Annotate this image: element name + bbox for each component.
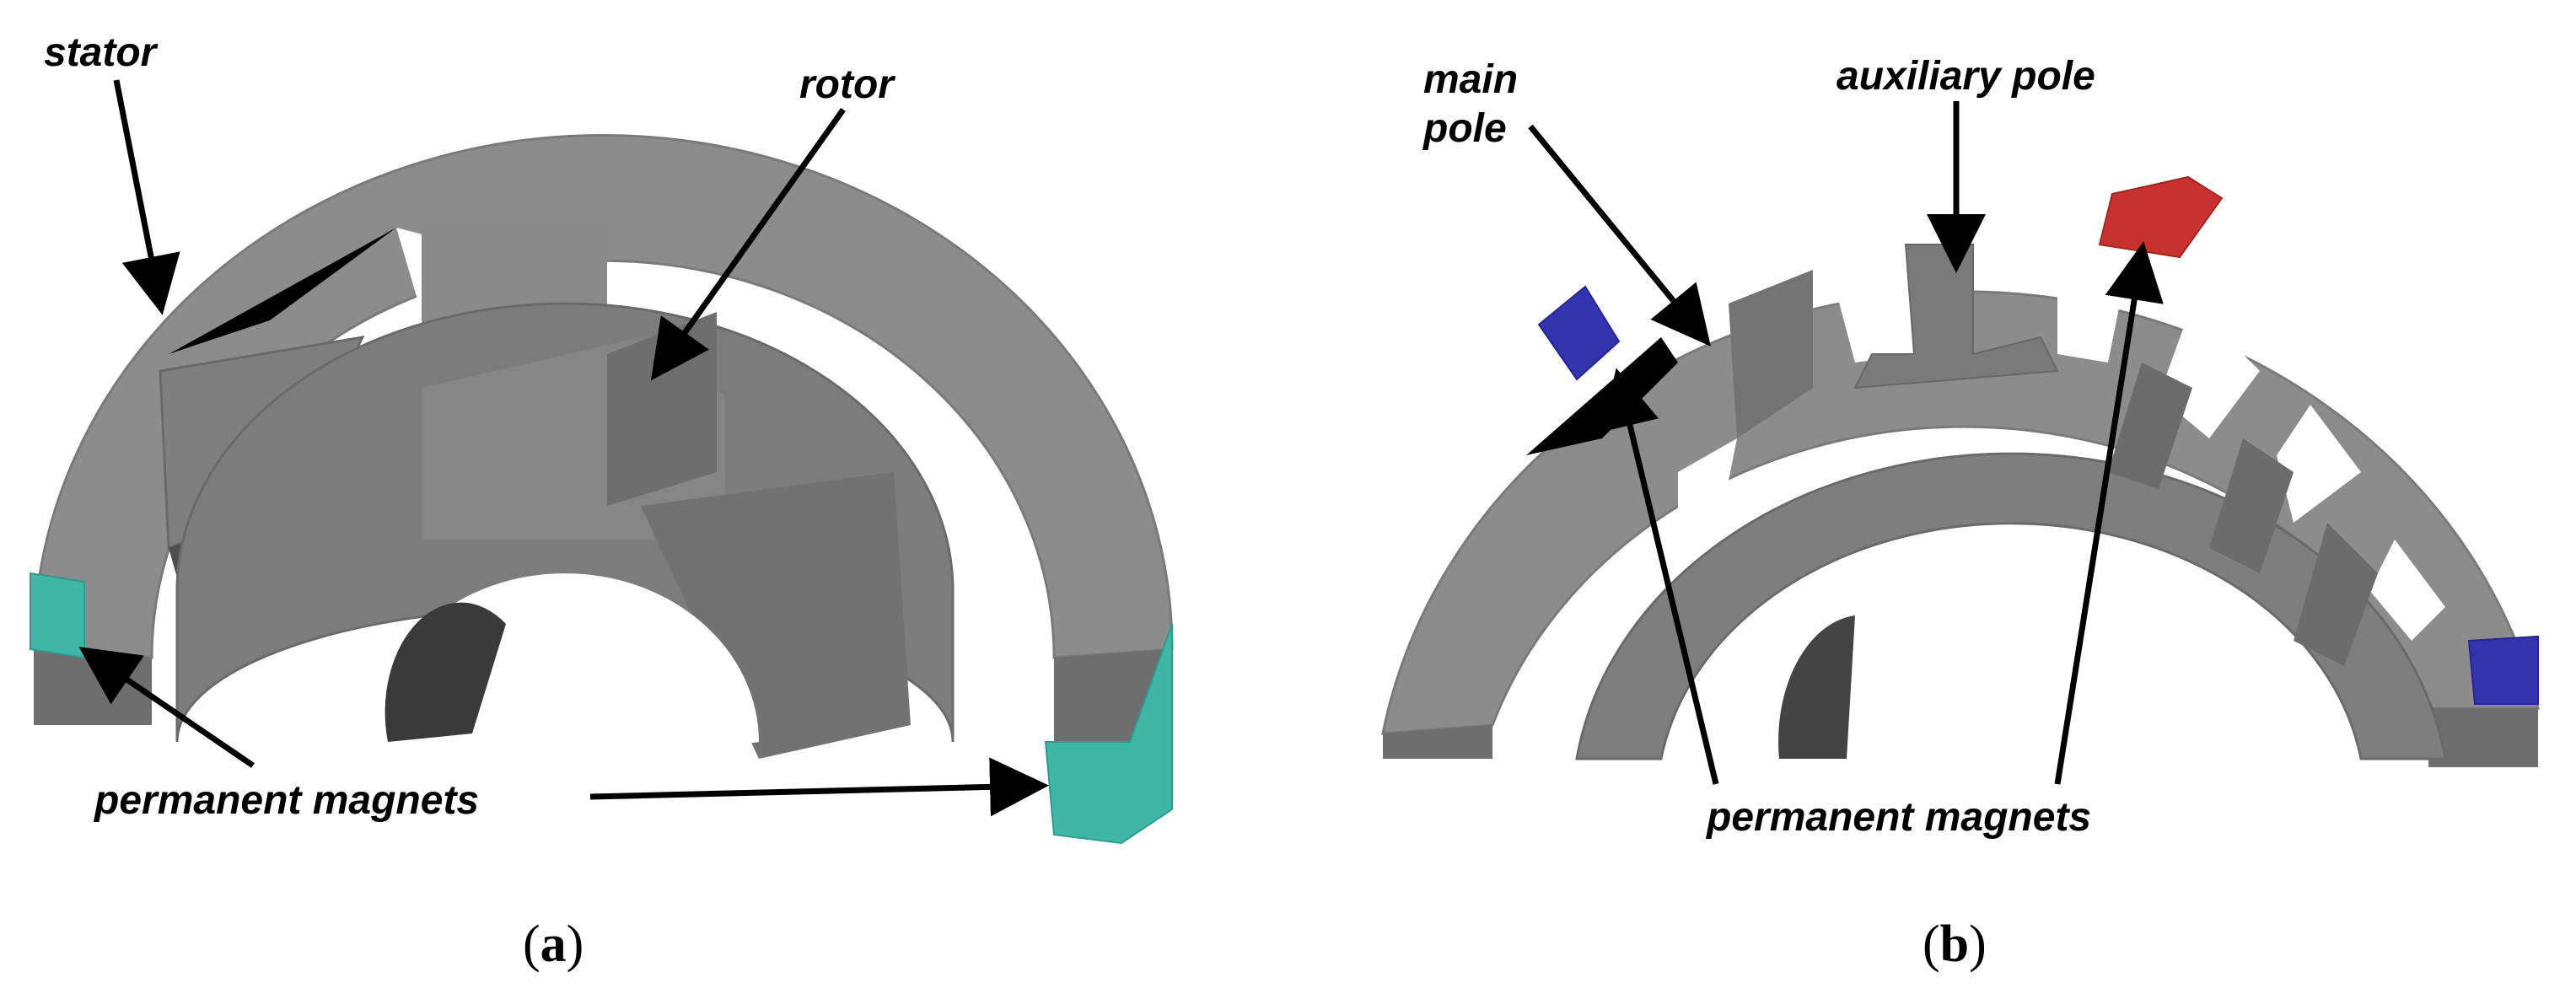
panel-a: stator rotor permanent magnets (a) bbox=[30, 30, 1174, 973]
slot-window-b6 bbox=[1678, 438, 1737, 540]
tooth-b-right3 bbox=[2294, 523, 2378, 666]
caption-b: (b) bbox=[1923, 916, 1987, 973]
magnet-b-red-top bbox=[2098, 175, 2224, 259]
slot-window-b5 bbox=[2369, 540, 2445, 641]
label-main-pole-line1: main bbox=[1423, 57, 1518, 102]
magnet-a-left bbox=[30, 572, 85, 659]
main-pole-b bbox=[1729, 270, 1813, 438]
machine-a-3d-model bbox=[30, 133, 1174, 845]
shaft-hole-b bbox=[1779, 578, 2226, 759]
arrow-stator bbox=[113, 79, 180, 315]
magnet-a-right bbox=[1044, 623, 1173, 845]
slot-shadow-a bbox=[169, 228, 396, 354]
label-main-pole: main pole bbox=[1422, 57, 1529, 151]
arrow-magnet-b-red bbox=[2054, 241, 2164, 785]
stator-ring-a bbox=[32, 133, 1174, 659]
label-permanent-magnets-b: permanent magnets bbox=[1705, 795, 2091, 840]
arrow-magnet-b-left bbox=[1601, 368, 1719, 785]
arrow-main-pole bbox=[1528, 124, 1711, 347]
stator-ring-b-side-right bbox=[2428, 708, 2538, 767]
tooth-b-right1 bbox=[2108, 363, 2192, 489]
magnet-b-blue-right bbox=[2467, 635, 2539, 705]
machine-b-3d-model bbox=[1381, 175, 2540, 767]
stator-ring-b-side-left bbox=[1383, 725, 1492, 759]
tooth-b-right2 bbox=[2209, 438, 2294, 573]
magnet-b-blue-left bbox=[1537, 285, 1621, 381]
arrow-rotor bbox=[650, 107, 846, 381]
arrow-magnet-a-right bbox=[589, 757, 1049, 817]
auxiliary-tooth-b bbox=[1853, 244, 2059, 390]
slot-window-b4 bbox=[2277, 405, 2361, 523]
shaft-hole-b-inner bbox=[1778, 615, 1855, 759]
label-auxiliary-pole: auxiliary pole bbox=[1837, 54, 2095, 99]
label-rotor: rotor bbox=[799, 62, 895, 107]
caption-a: (a) bbox=[523, 916, 583, 973]
rotor-pole-a-right bbox=[641, 472, 911, 759]
panel-b: main pole auxiliary pole permanent magne… bbox=[1381, 54, 2540, 973]
shaft-hole-a-inner bbox=[385, 602, 506, 742]
label-main-pole-line2: pole bbox=[1422, 106, 1507, 151]
label-stator: stator bbox=[44, 30, 159, 75]
arrow-magnet-a-left bbox=[78, 647, 255, 768]
label-permanent-magnets-a: permanent magnets bbox=[93, 778, 479, 823]
slot-window-b1 bbox=[1821, 236, 1914, 363]
